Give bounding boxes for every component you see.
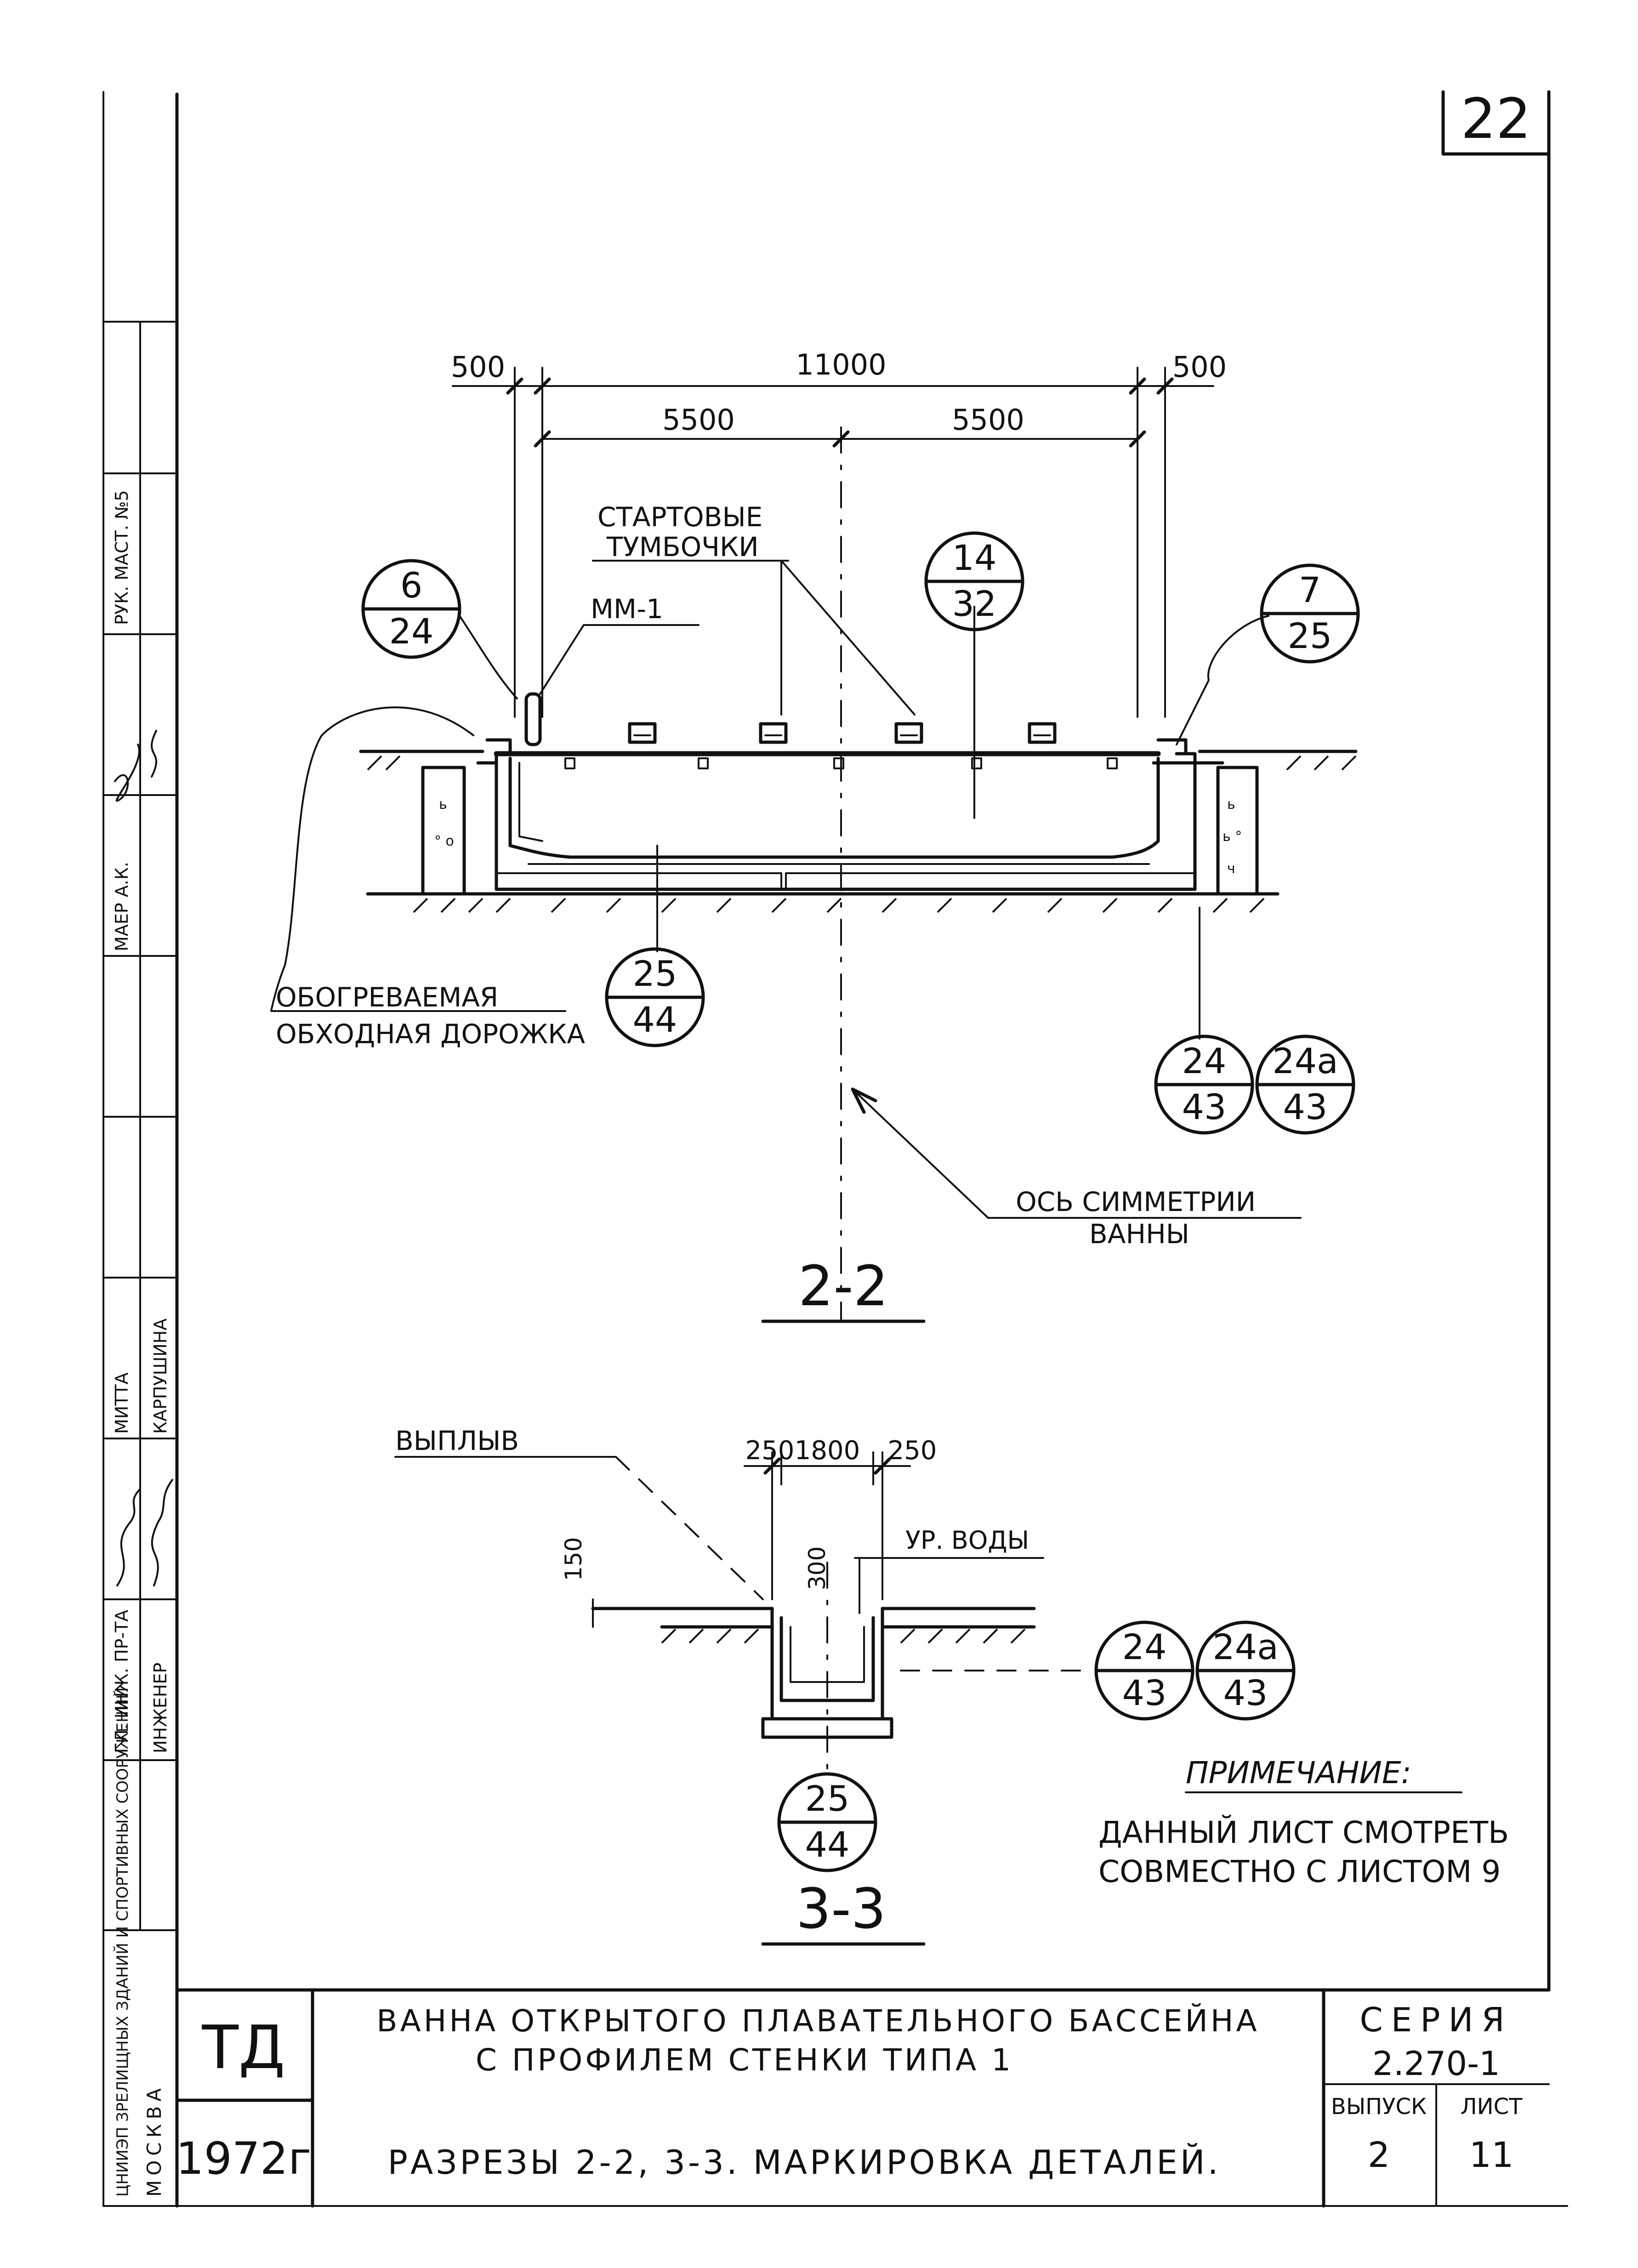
ref-7-25-top: 7: [1299, 569, 1321, 610]
sheet-number: 22: [1461, 87, 1531, 151]
side-role-1: РУК. МАСТ. №5: [112, 490, 132, 625]
note-block: ПРИМЕЧАНИЕ: ДАННЫЙ ЛИСТ СМОТРЕТЬ СОВМЕСТ…: [1098, 1755, 1509, 1889]
ref-callout: 7 25: [1260, 563, 1360, 664]
ref-25-44-3-3-bottom: 44: [805, 1824, 850, 1865]
label-axis-line1: ОСЬ СИММЕТРИИ: [1016, 1186, 1256, 1217]
dim-right-250: 250: [888, 1436, 937, 1466]
ref-24a-43-3-3-bottom: 43: [1223, 1672, 1268, 1713]
ref-24-43-bottom: 43: [1182, 1086, 1227, 1127]
side-stamp: РУК. МАСТ. №5 ГЛ. ИНЖ. ПР-ТА ИНЖЕНЕР МАЕ…: [102, 91, 178, 2207]
label-overflow: ВЫПЛЫВ: [395, 1425, 519, 1456]
issue-value: 2: [1368, 2134, 1390, 2175]
dim-vertical-300: 300: [804, 1546, 830, 1590]
sheet-value: 11: [1469, 2134, 1514, 2175]
section-3-3-title: 3-3: [796, 1877, 886, 1941]
ref-24a-43-bottom: 43: [1283, 1086, 1328, 1127]
side-organization-line2: МОСКВА: [143, 2084, 165, 2197]
signature-1: [114, 730, 157, 802]
ref-25-44-bottom: 44: [633, 999, 677, 1040]
side-organization-line1: ЦНИИЭП ЗРЕЛИЩНЫХ ЗДАНИЙ И СПОРТИВНЫХ СОО…: [113, 1688, 132, 2197]
label-starting-blocks-line2: ТУМБОЧКИ: [606, 531, 759, 563]
dim-vertical-150: 150: [560, 1537, 587, 1581]
ref-6-24-top: 6: [400, 565, 422, 606]
sheet-label: ЛИСТ: [1461, 2094, 1523, 2120]
ref-callout: 25 44: [605, 947, 705, 1047]
label-water-level: УР. ВОДЫ: [905, 1526, 1029, 1555]
series-value: 2.270-1: [1372, 2044, 1500, 2083]
ref-14-32-top: 14: [952, 537, 997, 578]
note-title: ПРИМЕЧАНИЕ:: [1186, 1755, 1411, 1791]
label-walkway-line1: ОБОГРЕВАЕМАЯ: [276, 982, 498, 1013]
logo-td: ТД: [202, 2012, 285, 2082]
starting-blocks: [628, 722, 1057, 744]
section-2-2-title: 2-2: [798, 1255, 888, 1319]
dim-left-edge: 500: [451, 350, 505, 384]
label-starting-blocks-line1: СТАРТОВЫЕ: [597, 501, 762, 533]
dim-right-edge: 500: [1172, 350, 1227, 384]
series-label: СЕРИЯ: [1359, 2001, 1513, 2039]
label-axis-line2: ВАННЫ: [1089, 1218, 1189, 1250]
side-role-3: ИНЖЕНЕР: [150, 1663, 171, 1753]
signature-2: [116, 1479, 173, 1586]
dim-half-right: 5500: [952, 403, 1024, 437]
title-block: ТД 1972г ВАННА ОТКРЫТОГО ПЛАВАТЕЛЬНОГО Б…: [175, 1988, 1551, 2208]
label-mm1: ММ-1: [591, 593, 663, 625]
ref-25-44-3-3-top: 25: [805, 1778, 850, 1819]
side-name-1: МАЕР А.К.: [112, 862, 132, 951]
ref-24-43-3-3-top: 24: [1122, 1626, 1167, 1667]
side-name-2: МИТТА: [112, 1372, 132, 1434]
title-line-2: С ПРОФИЛЕМ СТЕНКИ ТИПА 1: [476, 2042, 1013, 2078]
dim-mid-1800: 1800: [795, 1436, 860, 1466]
ref-callout: 24 43: [1154, 1035, 1254, 1135]
dim-left-250: 250: [745, 1436, 795, 1466]
svg-text:ч: ч: [1227, 861, 1235, 877]
title-line-1: ВАННА ОТКРЫТОГО ПЛАВАТЕЛЬНОГО БАССЕЙНА: [376, 2003, 1259, 2039]
svg-text:° o: ° o: [434, 833, 454, 849]
year: 1972г: [176, 2133, 312, 2184]
ref-6-24-bottom: 24: [389, 611, 434, 652]
label-walkway-line2: ОБХОДНАЯ ДОРОЖКА: [276, 1018, 585, 1050]
section-2-2: 500 11000 500 5500 5500 ь ° o ь ь °: [270, 348, 1360, 1323]
note-line-1: ДАННЫЙ ЛИСТ СМОТРЕТЬ: [1098, 1814, 1509, 1850]
side-role-2: ГЛ. ИНЖ. ПР-ТА: [112, 1610, 132, 1753]
issue-label: ВЫПУСК: [1331, 2094, 1427, 2120]
ref-24a-43-3-3-top: 24а: [1212, 1626, 1278, 1667]
svg-text:ь °: ь °: [1223, 829, 1242, 845]
ref-24a-43-top: 24а: [1272, 1040, 1338, 1081]
ref-24-43-top: 24: [1182, 1040, 1227, 1081]
ref-callout: 6 24: [361, 559, 461, 659]
note-line-2: СОВМЕСТНО С ЛИСТОМ 9: [1098, 1854, 1501, 1889]
ref-24-43-3-3-bottom: 43: [1122, 1672, 1167, 1713]
ref-14-32-bottom: 32: [952, 583, 997, 624]
ref-7-25-bottom: 25: [1288, 615, 1332, 656]
ref-callout: 24 43: [1094, 1620, 1194, 1721]
ground-hatch: [367, 755, 1357, 913]
ref-callout: 24а 43: [1195, 1620, 1296, 1721]
ref-25-44-top: 25: [633, 953, 677, 994]
ref-callout: 24а 43: [1255, 1035, 1355, 1135]
ref-callout: 14 32: [924, 531, 1024, 631]
dim-total: 11000: [796, 348, 886, 381]
side-name-3: КАРПУШИНА: [150, 1319, 171, 1434]
dim-half-left: 5500: [662, 403, 735, 437]
sheet-frame: 22: [102, 87, 1568, 2208]
wall-markers: [564, 757, 1118, 769]
svg-text:ь: ь: [1227, 796, 1235, 813]
subtitle: РАЗРЕЗЫ 2-2, 3-3. МАРКИРОВКА ДЕТАЛЕЙ.: [388, 2143, 1221, 2182]
ref-callout: 25 44: [777, 1772, 877, 1872]
svg-text:ь: ь: [439, 796, 447, 813]
section-3-3: ВЫПЛЫВ 250 1800 250 150 300 УР. ВОДЫ: [394, 1425, 1296, 1946]
